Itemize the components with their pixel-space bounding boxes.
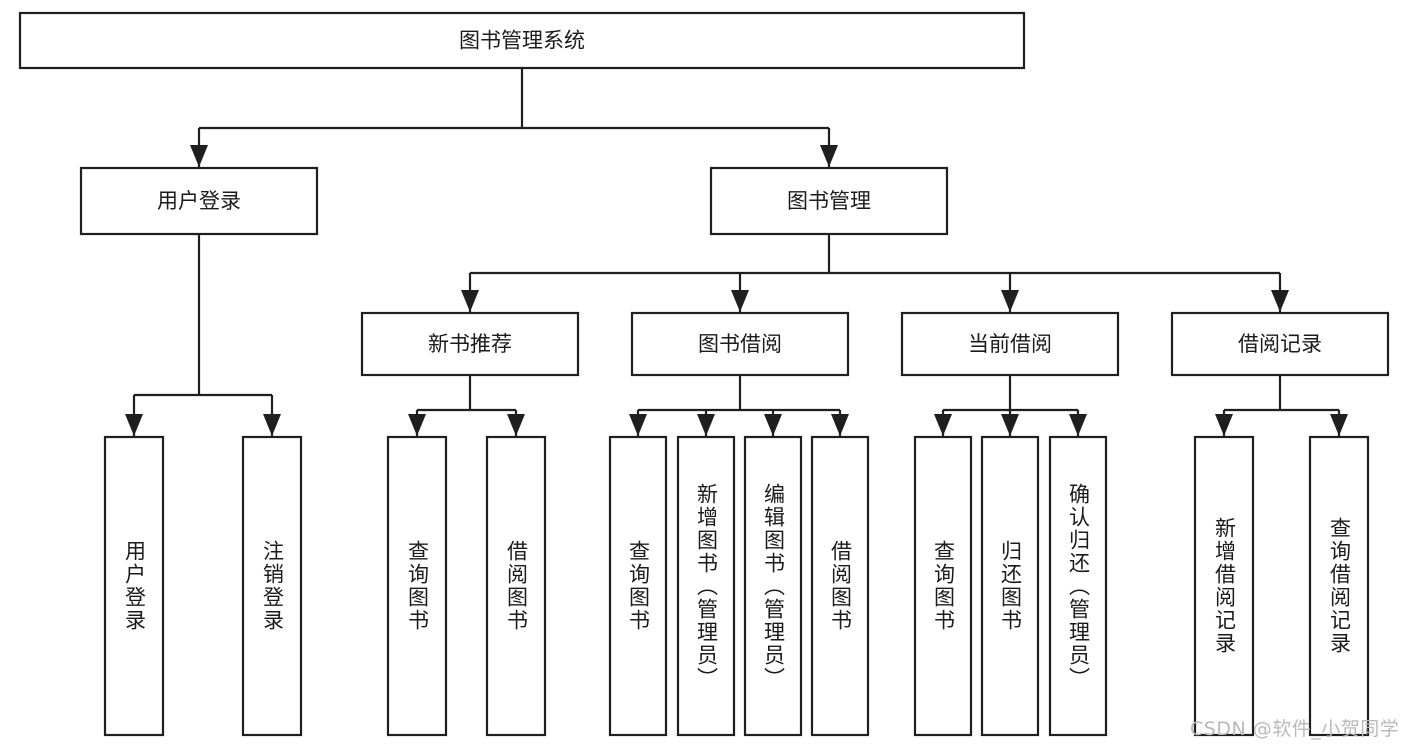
node-leaf-add-book[interactable] [676, 435, 736, 737]
arrow-head-icon [697, 414, 715, 436]
arrow-head-icon [190, 145, 208, 167]
node-book-manage-label: 图书管理 [787, 189, 871, 213]
arrow-head-icon [831, 414, 849, 436]
arrow-head-icon [820, 145, 838, 167]
node-borrow-record-label: 借阅记录 [1238, 332, 1322, 356]
arrow-head-icon [408, 414, 426, 436]
node-leaf-query-record[interactable] [1308, 435, 1370, 737]
arrow-head-icon [731, 290, 749, 312]
arrow-head-icon [1330, 414, 1348, 436]
node-borrow-record[interactable] [1170, 311, 1390, 377]
node-book-borrow-label: 图书借阅 [698, 332, 782, 356]
arrow-head-icon [125, 414, 143, 436]
node-current-borrow[interactable] [900, 311, 1120, 377]
arrow-head-icon [629, 414, 647, 436]
node-leaf-query-book-2[interactable] [608, 435, 668, 737]
node-new-book-rec-label: 新书推荐 [428, 332, 512, 356]
csdn-watermark: CSDN @软件_小贺同学 [1190, 718, 1400, 740]
arrow-head-icon [507, 414, 525, 436]
node-user-login[interactable] [79, 166, 319, 236]
node-leaf-borrow-book-2[interactable] [810, 435, 870, 737]
node-user-login-label: 用户登录 [157, 189, 241, 213]
node-book-borrow[interactable] [630, 311, 850, 377]
node-leaf-add-record[interactable] [1193, 435, 1255, 737]
arrow-head-icon [1001, 414, 1019, 436]
node-leaf-user-login[interactable] [103, 435, 165, 737]
arrow-head-icon [764, 414, 782, 436]
arrow-head-icon [934, 414, 952, 436]
arrow-head-icon [461, 290, 479, 312]
node-leaf-return-book[interactable] [980, 435, 1040, 737]
node-leaf-borrow-book-1[interactable] [485, 435, 547, 737]
node-root-title-label: 图书管理系统 [459, 29, 585, 53]
node-book-manage[interactable] [709, 166, 949, 236]
arrow-head-icon [1271, 290, 1289, 312]
arrow-head-icon [1215, 414, 1233, 436]
arrow-head-icon [263, 414, 281, 436]
arrow-head-icon [1069, 414, 1087, 436]
node-leaf-query-book-3[interactable] [913, 435, 973, 737]
node-new-book-rec[interactable] [360, 311, 580, 377]
node-current-borrow-label: 当前借阅 [968, 332, 1052, 356]
node-leaf-user-logout[interactable] [241, 435, 303, 737]
node-leaf-confirm-return[interactable] [1048, 435, 1108, 737]
node-leaf-edit-book[interactable] [743, 435, 803, 737]
node-leaf-query-book-1[interactable] [386, 435, 448, 737]
node-root-title[interactable] [18, 11, 1026, 70]
arrow-head-icon [1001, 290, 1019, 312]
connectors-layer [125, 68, 1348, 436]
